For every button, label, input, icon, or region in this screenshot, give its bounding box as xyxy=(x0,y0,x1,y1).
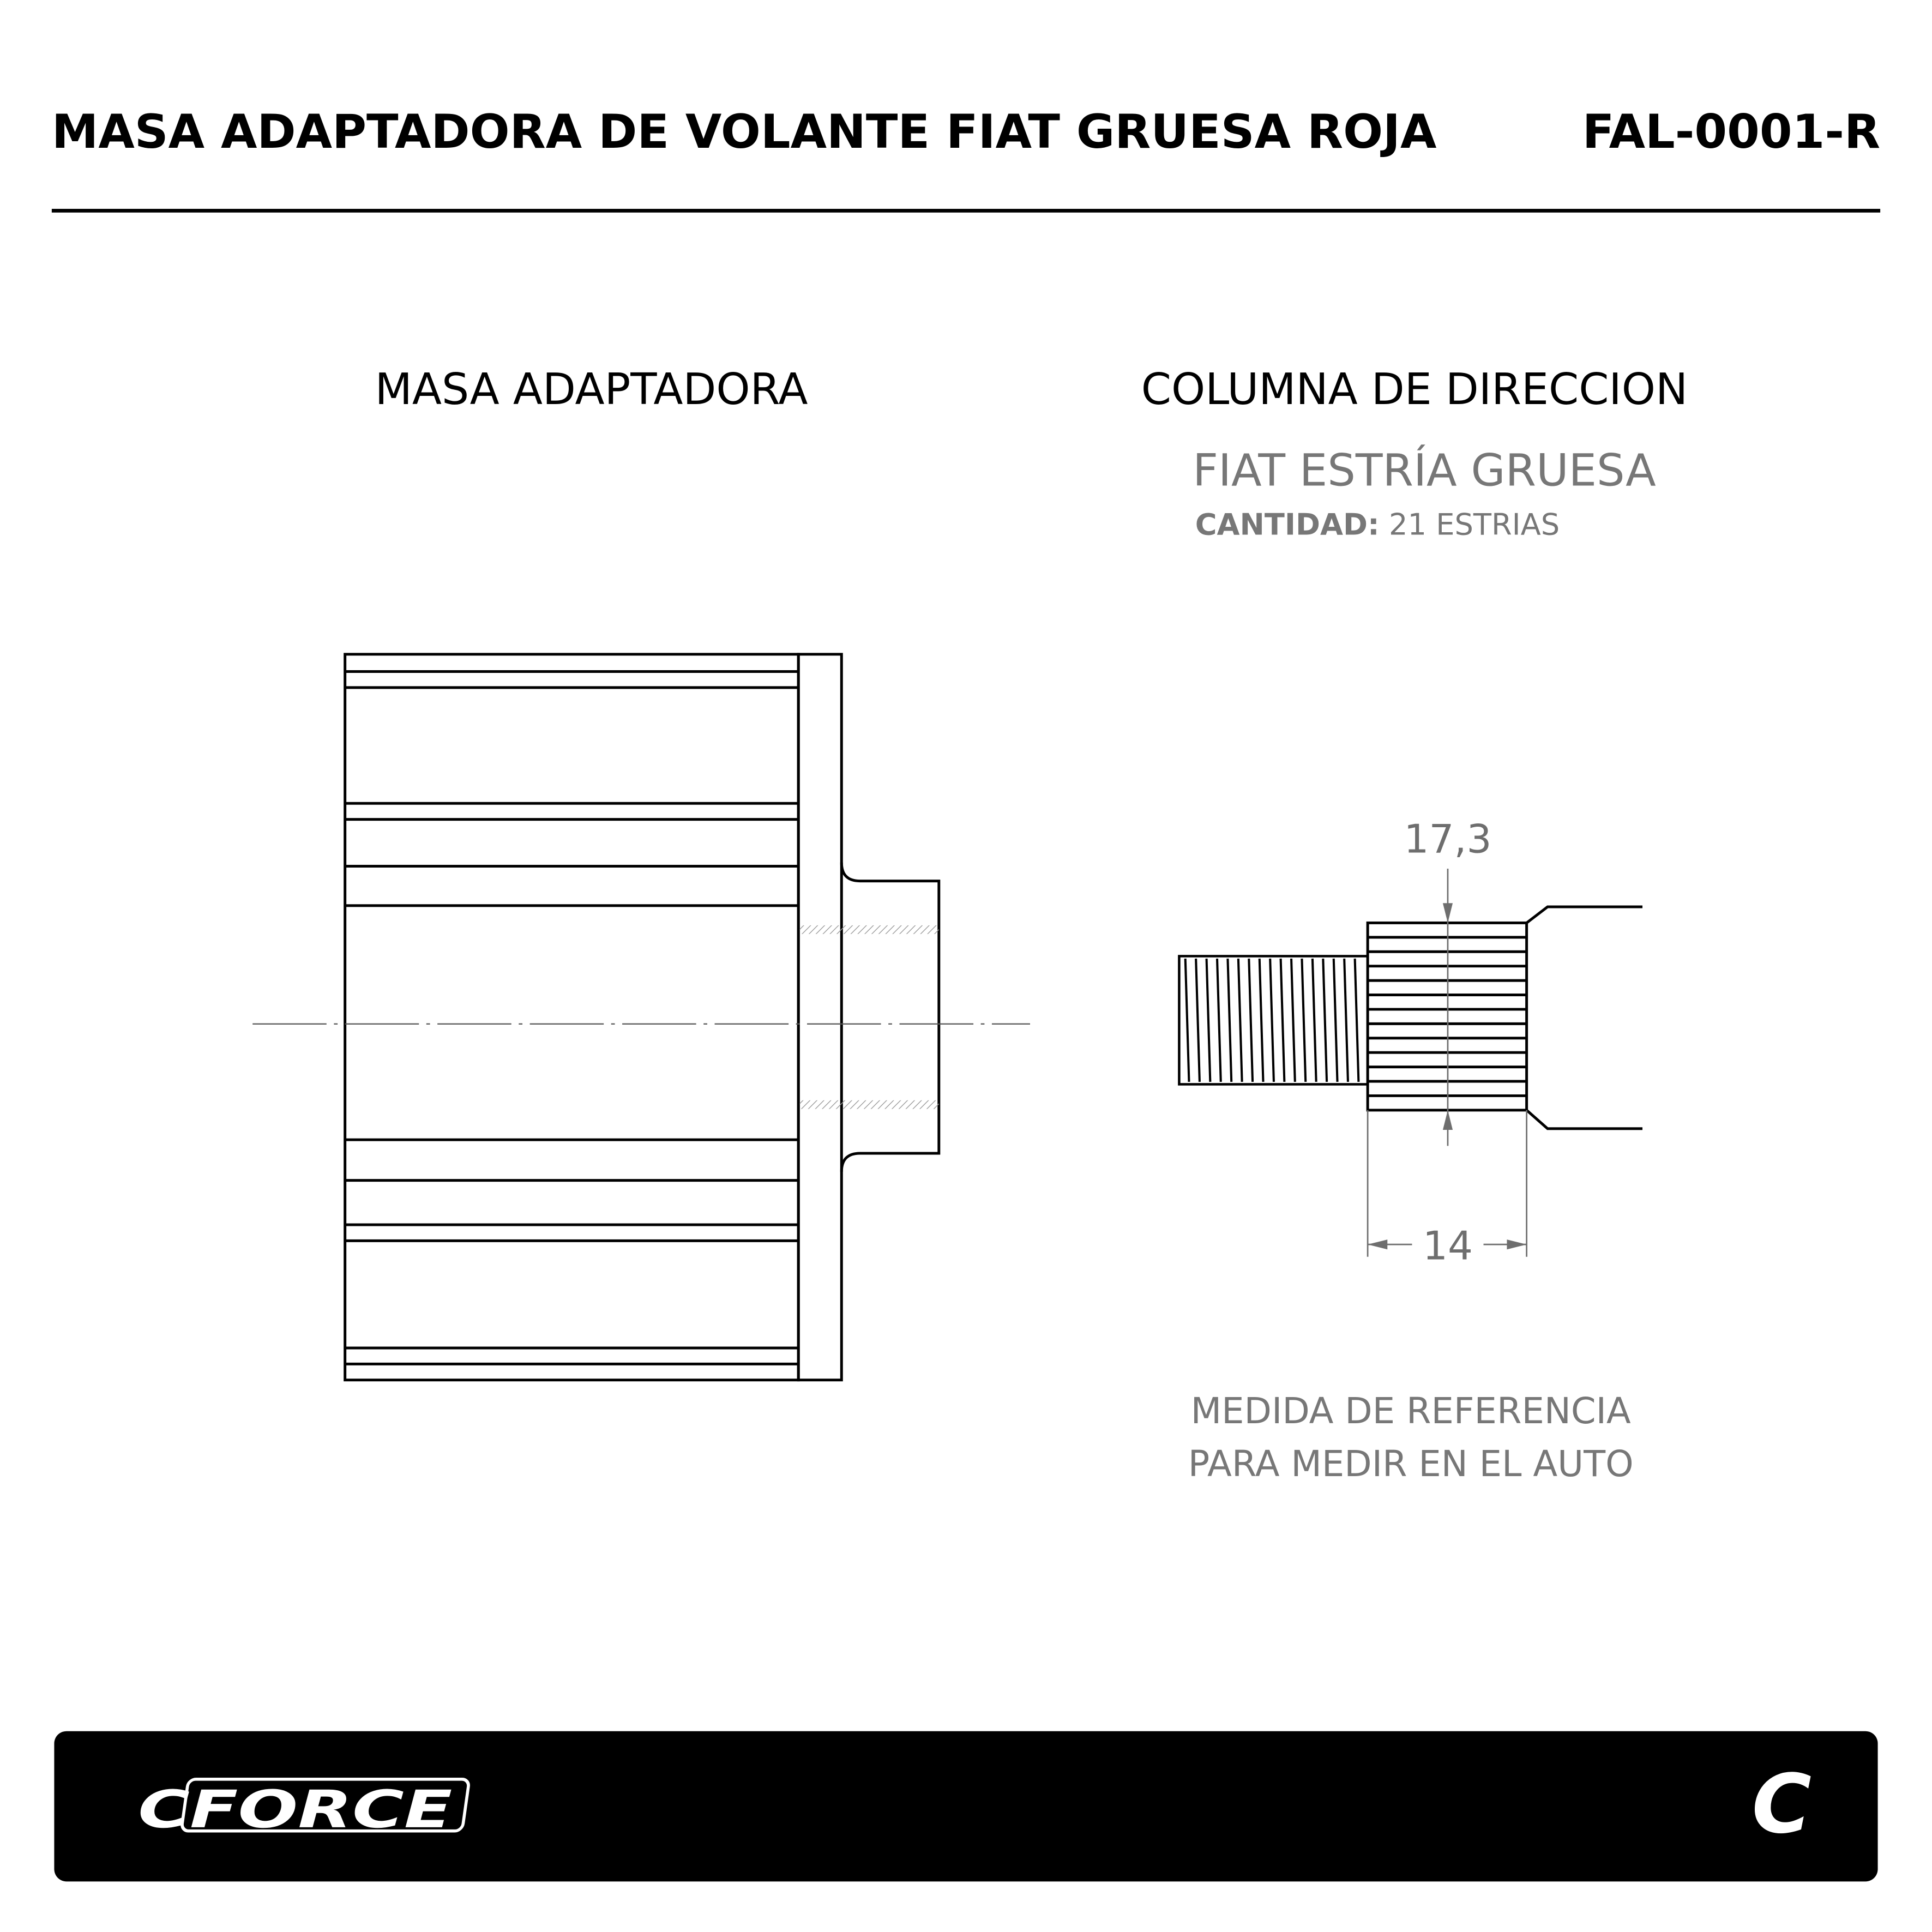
thread-line xyxy=(1269,958,1275,1082)
dimension-length: 14 xyxy=(1423,1223,1473,1269)
shaft-outline-top xyxy=(1526,905,1643,924)
spline-quantity: CANTIDAD: 21 ESTRIAS xyxy=(1195,508,1560,542)
thread-line xyxy=(1279,958,1286,1082)
hub-boss xyxy=(840,862,941,1172)
bore-hatch-bottom xyxy=(799,1100,939,1109)
thread-line xyxy=(1226,958,1233,1082)
bore-hatch-top xyxy=(799,925,939,934)
reference-note-line2: PARA MEDIR EN EL AUTO xyxy=(1188,1443,1634,1485)
right-heading: COLUMNA DE DIRECCION xyxy=(1141,364,1688,414)
thread-line xyxy=(1205,958,1212,1082)
hub-body xyxy=(344,653,800,1382)
brand-logo-text: CFORCE xyxy=(138,1780,452,1840)
thread-line xyxy=(1248,958,1254,1082)
thread-line xyxy=(1332,958,1339,1082)
product-code: FAL-0001-R xyxy=(1582,105,1880,159)
quantity-label: CANTIDAD: xyxy=(1195,508,1380,542)
arrow-right-icon xyxy=(1507,1239,1527,1250)
thread-line xyxy=(1290,958,1296,1082)
thread-line xyxy=(1184,958,1190,1082)
shaft-outline-bottom xyxy=(1525,1109,1643,1130)
steering-column-drawing xyxy=(1178,905,1643,1130)
dimension-diameter: 17,3 xyxy=(1404,817,1491,863)
brand-mark-icon: C xyxy=(1752,1758,1811,1852)
thread-line xyxy=(1301,958,1307,1082)
cforce-logo: CFORCE xyxy=(138,1777,470,1840)
footer-bar xyxy=(54,1731,1878,1882)
spline-type: FIAT ESTRÍA GRUESA xyxy=(1193,444,1656,496)
hub-adapter-drawing xyxy=(252,653,1030,1382)
arrow-left-icon xyxy=(1368,1239,1388,1250)
thread-line xyxy=(1258,958,1265,1082)
arrow-up-icon xyxy=(1442,1110,1453,1130)
arrow-down-icon xyxy=(1442,903,1453,923)
quantity-value: 21 ESTRIAS xyxy=(1389,508,1560,542)
thread-line xyxy=(1237,958,1243,1082)
thread-line xyxy=(1195,958,1201,1082)
thread-line xyxy=(1311,958,1317,1082)
thread-line xyxy=(1215,958,1222,1082)
thread-line xyxy=(1343,958,1349,1082)
reference-note-line1: MEDIDA DE REFERENCIA xyxy=(1191,1391,1631,1432)
thread-line xyxy=(1353,958,1360,1082)
thread-line xyxy=(1322,958,1328,1082)
hub-flange xyxy=(797,653,843,1382)
dimensions xyxy=(1367,868,1527,1257)
left-heading: MASA ADAPTADORA xyxy=(375,364,808,414)
threaded-section xyxy=(1178,955,1369,1086)
page-title: MASA ADAPTADORA DE VOLANTE FIAT GRUESA R… xyxy=(52,105,1437,159)
